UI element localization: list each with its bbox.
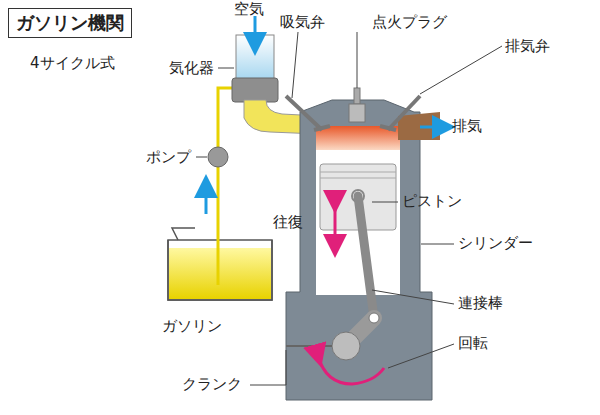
part-label: 気化器 <box>169 60 214 77</box>
title-box: ガソリン機関 <box>8 8 132 38</box>
pump <box>208 147 228 167</box>
part-label: クランク <box>182 376 242 393</box>
leader-lines <box>196 32 502 385</box>
part-label: 排気 <box>452 118 482 135</box>
part-label: 連接棒 <box>458 295 503 312</box>
exhaust-valve <box>388 96 420 130</box>
exhaust-arrow <box>420 126 444 129</box>
fuel-pipe <box>218 88 245 285</box>
fuel-tank <box>168 228 272 300</box>
intake-valve <box>286 96 322 130</box>
part-label: 空気 <box>234 1 264 18</box>
connecting-rod <box>358 196 374 318</box>
spark-plug <box>349 88 365 122</box>
part-label: 排気弁 <box>505 38 550 55</box>
rotation-arrow <box>318 356 384 384</box>
part-label: ピストン <box>402 193 462 210</box>
motion-label: 回転 <box>458 335 488 352</box>
part-label: 吸気弁 <box>280 14 325 31</box>
motion-label: 往復 <box>273 214 303 231</box>
part-label: 点火プラグ <box>372 14 447 31</box>
air-arrow <box>254 16 257 44</box>
carburetor <box>232 35 278 102</box>
crank <box>332 332 360 360</box>
part-label: ガソリン <box>162 318 222 335</box>
cylinder-block <box>286 100 440 400</box>
reciprocate-arrow <box>334 202 337 246</box>
part-label: ポンプ <box>146 149 191 166</box>
note-label: 4サイクル式 <box>30 55 115 72</box>
part-label: シリンダー <box>458 235 533 252</box>
fuel-arrow <box>205 186 208 214</box>
